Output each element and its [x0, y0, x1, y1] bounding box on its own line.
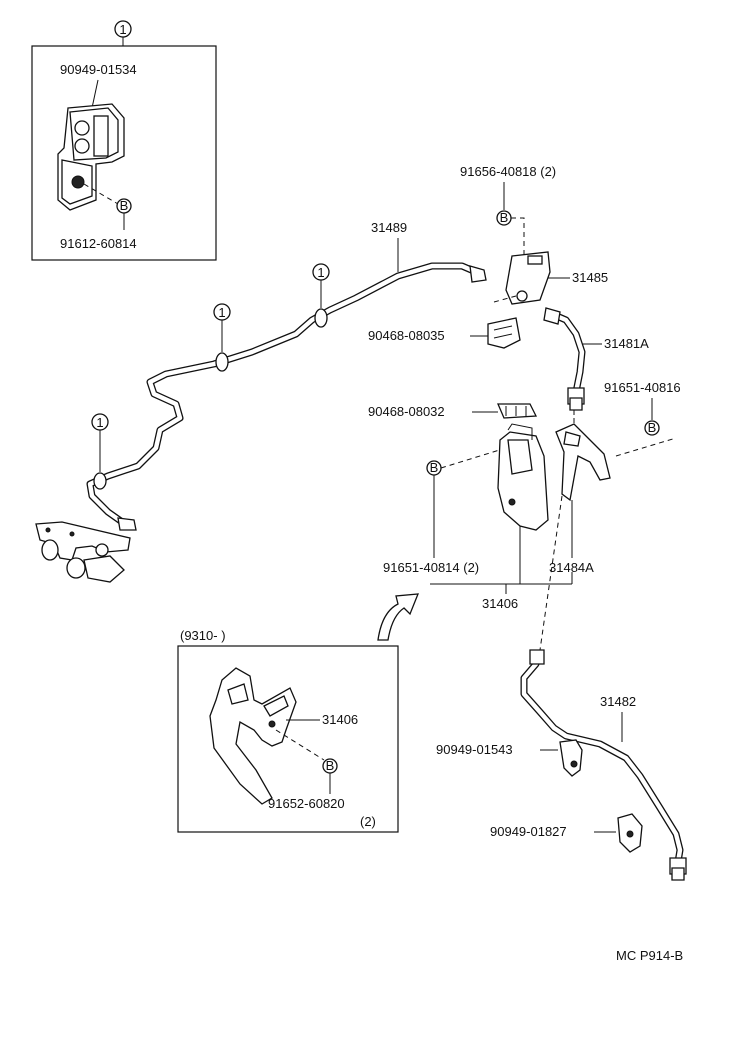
label-90949-01543: 90949-01543	[436, 742, 513, 757]
bracket-31406: B	[426, 423, 549, 558]
label-31406: 31406	[482, 596, 518, 611]
clamp-90949-01543: 90949-01543	[436, 739, 583, 777]
label-91652-qty: (2)	[360, 814, 376, 829]
rear-axle-fitting	[35, 521, 131, 583]
brake-line-31482: 31482	[520, 649, 687, 881]
callout-1-c	[91, 413, 109, 431]
brake-line-31489	[86, 262, 487, 531]
inset-clamp-group: 1 90949-01534 B 91612-60814	[31, 20, 217, 261]
label-91612-60814: 91612-60814	[60, 236, 137, 251]
callout-b-40816-text: B	[648, 420, 657, 435]
callout-1-text: 1	[119, 22, 126, 37]
clamp-90949-01827: 90949-01827	[490, 813, 643, 853]
inset-bracket-group: (9310- ) 31406 B 91652-60820 (2)	[177, 628, 399, 833]
callout-1-b	[312, 263, 330, 281]
figure-code: MC P914-B	[616, 948, 683, 963]
hose-31481a: 31481A	[543, 307, 649, 411]
label-91651-40816: 91651-40816	[604, 380, 681, 395]
clip-90468-08035: 90468-08035	[368, 317, 521, 349]
label-91651-40814: 91651-40814 (2)	[383, 560, 479, 575]
callout-b-text: B	[120, 198, 129, 213]
label-31482: 31482	[600, 694, 636, 709]
clamp-part	[57, 103, 125, 211]
label-91652-60820: 91652-60820	[268, 796, 345, 811]
inset-box-bottom	[177, 645, 399, 833]
callout-b-31485-text: B	[500, 210, 509, 225]
label-90949-01827: 90949-01827	[490, 824, 567, 839]
callout-1-c-text: 1	[96, 415, 103, 430]
callout-1-a	[213, 303, 231, 321]
label-31489: 31489	[371, 220, 407, 235]
bracket-31485: 91656-40818 (2) B 31485	[460, 164, 608, 305]
label-9310: (9310- )	[180, 628, 226, 643]
label-90949-01534: 90949-01534	[60, 62, 137, 77]
clip-90468-08032: 90468-08032	[368, 403, 538, 419]
label-31406-inset: 31406	[322, 712, 358, 727]
callout-1-markers: 1 1 1	[91, 263, 330, 472]
callout-1-inset	[114, 20, 132, 38]
arrow-to-inset	[377, 593, 419, 641]
bracket-31484a	[555, 418, 611, 502]
callout-b-60820-text: B	[326, 758, 335, 773]
inset-box-top	[31, 45, 217, 261]
callout-1-a-text: 1	[218, 305, 225, 320]
callout-b-40814-text: B	[430, 460, 439, 475]
label-91656-40818: 91656-40818 (2)	[460, 164, 556, 179]
callout-b-40816	[644, 420, 660, 436]
label-31484a: 31484A	[549, 560, 594, 575]
callout-1-b-text: 1	[317, 265, 324, 280]
label-90468-08032: 90468-08032	[368, 404, 445, 419]
label-31485: 31485	[572, 270, 608, 285]
inset-bracket-part	[209, 667, 297, 805]
bolt-91651-40816: 91651-40816 B	[604, 380, 681, 457]
label-31481a: 31481A	[604, 336, 649, 351]
label-90468-08035: 90468-08035	[368, 328, 445, 343]
